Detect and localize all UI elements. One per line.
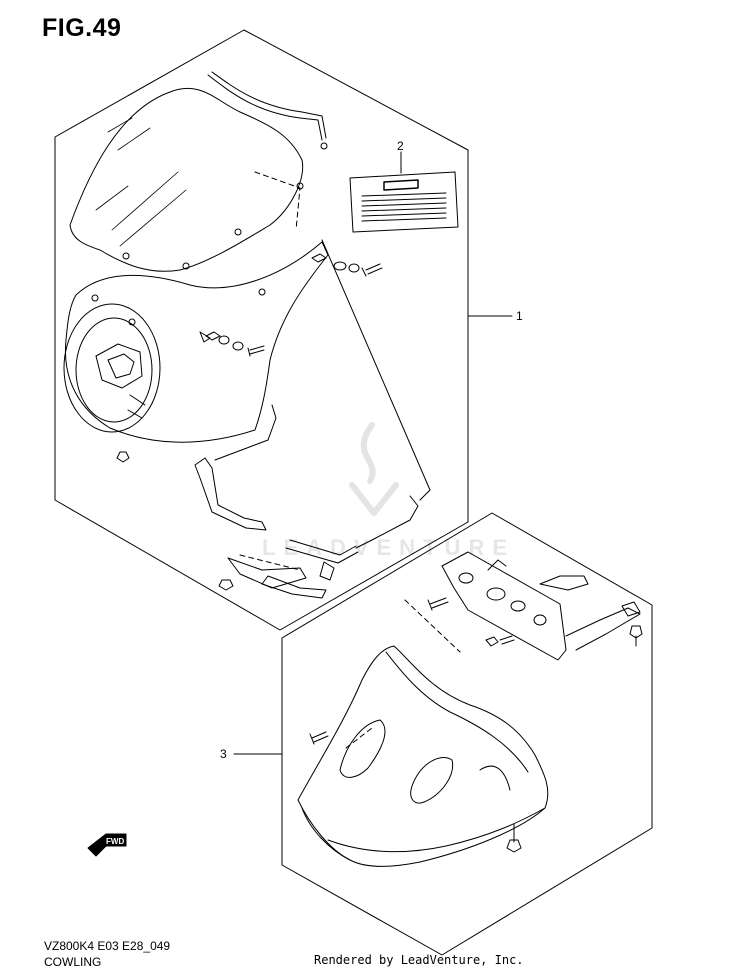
label-plate-part-2 [349, 171, 459, 233]
dashed-guide-windscreen [254, 171, 301, 231]
lower-cowl-part-3 [297, 645, 549, 867]
svg-text:FWD: FWD [106, 837, 124, 846]
rendered-by-credit: Rendered by LeadVenture, Inc. [314, 953, 524, 967]
assembly-1-outline [54, 29, 469, 631]
cowl-mounting-bracket [441, 551, 641, 661]
assembly-3-outline [281, 512, 653, 956]
figure-title: FIG.49 [42, 14, 122, 42]
leadventure-watermark: LEADVENTURE [262, 535, 516, 560]
lower-stays [227, 557, 335, 599]
dashed-guide-cowl [404, 599, 461, 653]
fasteners-assembly-1 [116, 253, 383, 591]
callout-1: 1 [516, 309, 523, 323]
model-code: VZ800K4 E03 E28_049 [44, 939, 171, 953]
fasteners-assembly-3 [309, 597, 643, 853]
callout-2: 2 [397, 139, 404, 153]
windscreen [69, 71, 328, 272]
section-name: COWLING [44, 955, 102, 969]
fairing-body [63, 241, 329, 443]
watermark-logo [349, 422, 399, 516]
side-bracket [194, 239, 431, 564]
dashed-guide-mount [239, 554, 301, 571]
fwd-direction-badge: FWD [87, 833, 127, 857]
callout-3: 3 [220, 747, 227, 761]
